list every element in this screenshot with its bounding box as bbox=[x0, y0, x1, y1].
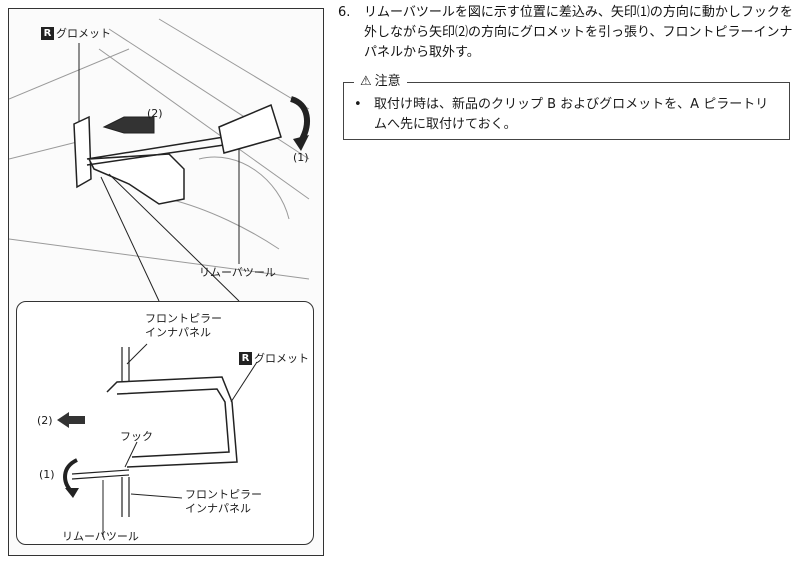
label-line: インナパネル bbox=[185, 502, 251, 515]
remove-tool-shape bbox=[86, 103, 282, 166]
arrow-1-shape bbox=[289, 96, 310, 143]
detail-remove-tool-label: リムーバツール bbox=[62, 530, 139, 543]
label-line: インナパネル bbox=[145, 326, 211, 339]
detail-drawing bbox=[57, 343, 258, 537]
step-text: リムーバツールを図に示す位置に差込み、矢印⑴の方向に動かしフックを外しながら矢印… bbox=[364, 5, 793, 60]
caution-title: ⚠注意 bbox=[354, 73, 407, 91]
detail-arrow-1-shape bbox=[63, 458, 78, 494]
detail-tool-shape bbox=[71, 469, 130, 480]
grommet-shape bbox=[73, 115, 185, 205]
step-number: 6. bbox=[338, 5, 351, 20]
remove-tool-label: リムーバツール bbox=[199, 266, 276, 279]
arrow-2-shape bbox=[102, 116, 155, 134]
detail-arrow-2-label: (2) bbox=[37, 414, 53, 427]
warning-triangle-icon: ⚠ bbox=[360, 74, 372, 89]
front-pillar-inner-top-label: フロントピラー インナパネル bbox=[145, 312, 222, 340]
detail-arrow-1-label: (1) bbox=[39, 468, 55, 481]
instruction-step: 6. リムーバツールを図に示す位置に差込み、矢印⑴の方向に動かしフックを外しなが… bbox=[338, 3, 794, 63]
detail-arrow-2-shape bbox=[57, 412, 85, 428]
caution-item-text: 取付け時は、新品のクリップ B およびグロメットを、A ピラートリムへ先に取付け… bbox=[374, 97, 769, 132]
front-pillar-inner-bottom-label: フロントピラー インナパネル bbox=[185, 488, 262, 516]
overview-drawing bbox=[9, 18, 310, 302]
bullet-icon: • bbox=[354, 97, 362, 112]
grommet-label-text: グロメット bbox=[254, 352, 309, 365]
caution-item: • 取付け時は、新品のクリップ B およびグロメットを、A ピラートリムへ先に取… bbox=[354, 95, 778, 135]
detail-grommet-shape bbox=[106, 376, 238, 468]
arrow-1-label: (1) bbox=[293, 151, 309, 164]
hook-label: フック bbox=[120, 430, 153, 443]
label-line: フロントピラー bbox=[185, 488, 262, 501]
r-badge: R bbox=[41, 27, 54, 40]
grommet-label-text: グロメット bbox=[56, 27, 111, 40]
label-line: フロントピラー bbox=[145, 312, 222, 325]
caution-title-text: 注意 bbox=[374, 74, 401, 89]
r-badge: R bbox=[239, 352, 252, 365]
caution-box: ⚠注意 • 取付け時は、新品のクリップ B およびグロメットを、A ピラートリム… bbox=[343, 73, 790, 140]
arrow-2-label: (2) bbox=[147, 107, 163, 120]
